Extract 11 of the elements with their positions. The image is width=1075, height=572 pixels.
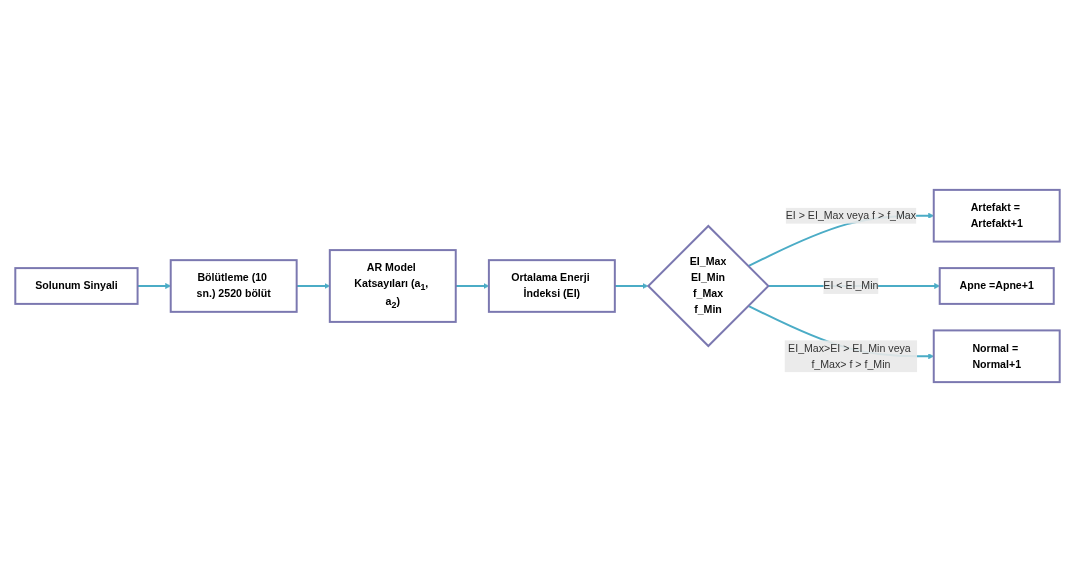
edge-label: EI < EI_Min [823, 280, 879, 292]
node-box: Artefakt = Artefakt+1 [932, 188, 1061, 243]
edge-label: EI > EI_Max veya f > f_Max [785, 209, 917, 222]
node-box: Apne =Apne+1 [938, 267, 1055, 305]
node-box: Normal = Normal+1 [932, 329, 1061, 384]
node-box: Ortalama Enerji İndeksi (EI) [487, 259, 616, 313]
node-diamond: EI_Max EI_Min f_Max f_Min [646, 224, 770, 348]
node-box: AR Model Katsayıları (a$_{1}$, a$_{2}$) [328, 249, 457, 323]
node-box: Bölütleme (10 sn.) 2520 bölüt [169, 259, 298, 313]
edge-label: EI_Max>EI > EI_Min veya f_Max> f > f_Min [788, 342, 911, 370]
node-box: Solunum Sinyali [14, 267, 139, 305]
